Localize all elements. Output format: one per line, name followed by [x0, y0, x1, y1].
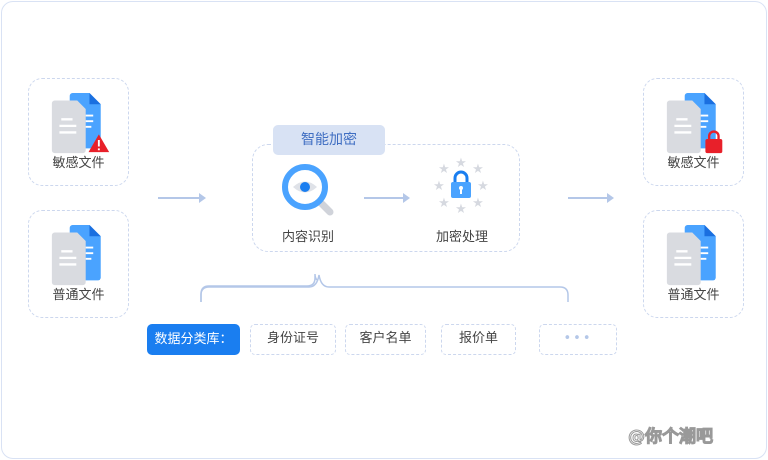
svg-text:★: ★ — [433, 179, 445, 194]
library-item: 客户名单 — [345, 324, 426, 355]
library-more: ••• — [539, 324, 617, 355]
output-label: 普通文件 — [667, 288, 720, 303]
magnifier-eye-icon — [282, 164, 334, 216]
svg-text:★: ★ — [472, 196, 484, 211]
library-item: 报价单 — [441, 324, 516, 355]
document-icon — [666, 225, 717, 287]
sensitive-document-icon — [51, 93, 110, 155]
lock-stars-icon: ★ ★ ★ ★ ★ ★ ★ ★ — [433, 156, 489, 217]
arrow-to-output — [568, 193, 614, 203]
lock-icon — [705, 130, 723, 154]
watermark: @你个潮吧 — [628, 427, 714, 448]
input-label: 普通文件 — [52, 288, 105, 303]
warning-icon — [88, 134, 110, 153]
svg-text:★: ★ — [472, 162, 484, 177]
input-label: 敏感文件 — [52, 156, 105, 171]
library-label: 数据分类库： — [147, 324, 240, 355]
input-card-normal: 普通文件 — [28, 210, 129, 318]
svg-text:★: ★ — [455, 202, 467, 217]
svg-text:★: ★ — [438, 196, 450, 211]
process-title: 智能加密 — [273, 125, 385, 155]
library-item: 身份证号 — [250, 324, 336, 355]
encrypted-document-icon — [666, 93, 723, 155]
svg-text:★: ★ — [455, 156, 467, 171]
input-card-sensitive: 敏感文件 — [28, 78, 129, 186]
brace-connector — [200, 273, 569, 302]
output-card-normal: 普通文件 — [643, 210, 744, 318]
arrow-to-process — [158, 193, 206, 203]
step-label: 内容识别 — [281, 230, 334, 245]
output-card-sensitive: 敏感文件 — [643, 78, 744, 186]
svg-text:★: ★ — [438, 162, 450, 177]
step-label: 加密处理 — [435, 230, 488, 245]
svg-text:★: ★ — [477, 179, 489, 194]
output-label: 敏感文件 — [667, 156, 720, 171]
arrow-step — [364, 193, 410, 203]
document-icon — [51, 225, 102, 287]
process-box — [252, 144, 520, 252]
